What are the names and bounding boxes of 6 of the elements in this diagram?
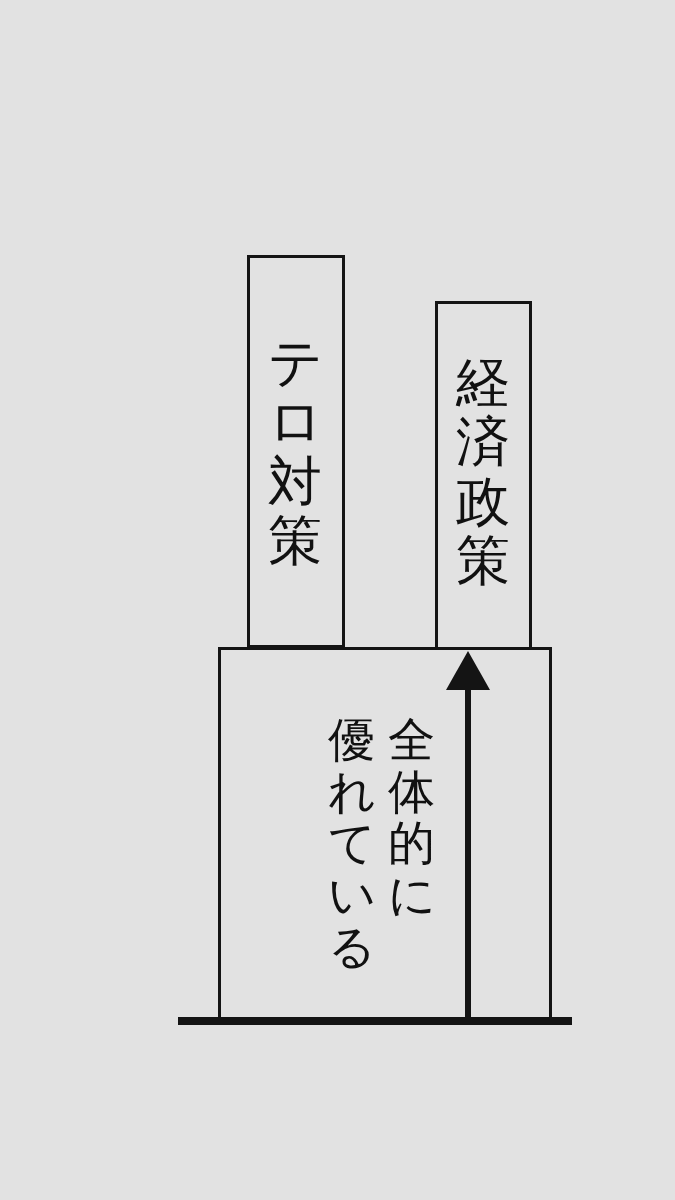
vertical-label: テロ対策 (268, 333, 322, 571)
vertical-label: 経済政策 (456, 353, 510, 591)
base-box (218, 647, 552, 1020)
bar-box (435, 301, 532, 650)
vertical-label: 全体的に優れている (328, 714, 435, 973)
bar-box (247, 255, 345, 648)
